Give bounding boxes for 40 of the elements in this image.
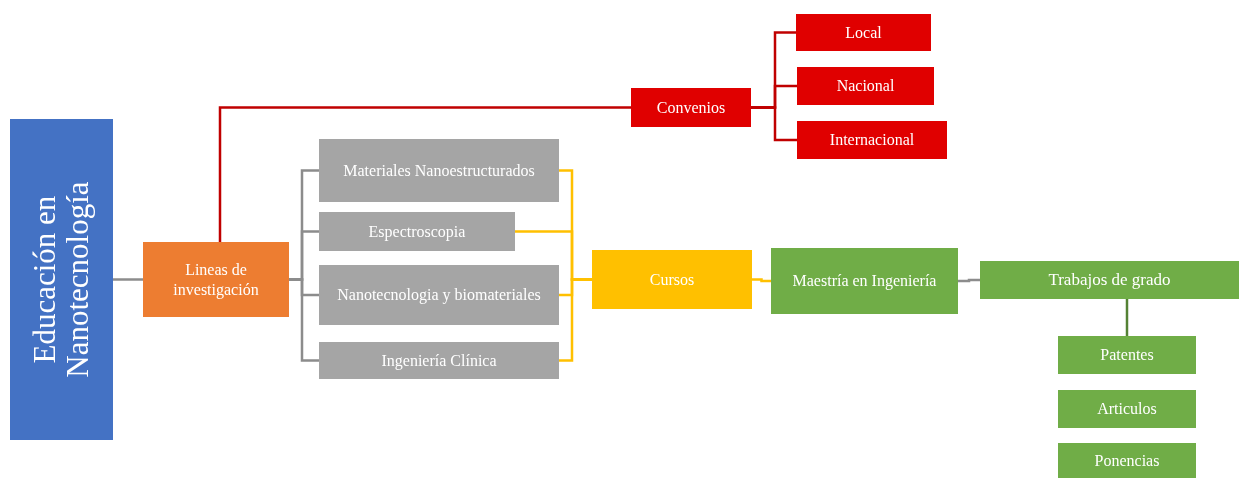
item-box — [319, 212, 515, 251]
connector-line — [113, 278, 143, 281]
item-box — [1058, 336, 1196, 374]
node-label: Cursos — [648, 269, 696, 290]
item-box — [796, 14, 931, 51]
item-box — [319, 139, 559, 202]
node-label: Nacional — [835, 76, 896, 96]
node-label: Maestría en Ingeniería — [791, 271, 938, 291]
node-label: Nanotecnologia y biomateriales — [336, 285, 542, 305]
category-box — [631, 88, 751, 127]
connector-line — [1125, 299, 1129, 336]
vertical-title-box — [10, 119, 113, 440]
node-label: Educación en Nanotecnología — [28, 180, 95, 380]
node-label: Trabajos de grado — [1047, 269, 1172, 291]
node-label: Patentes — [1099, 345, 1155, 365]
node-label: Articulos — [1096, 399, 1158, 419]
category-box — [592, 250, 752, 309]
node-label: Convenios — [655, 97, 727, 118]
connector-line — [218, 106, 631, 242]
item-box — [797, 121, 947, 159]
node-label: Internacional — [828, 130, 916, 150]
node-label: Ingeniería Clínica — [380, 350, 498, 371]
node-label: Materiales Nanoestructurados — [342, 160, 536, 181]
item-box — [1058, 390, 1196, 428]
connector-line — [958, 278, 980, 283]
item-box — [319, 342, 559, 379]
item-box — [797, 67, 934, 105]
connector-line — [752, 278, 771, 283]
item-box — [319, 265, 559, 325]
connector-line — [289, 278, 319, 362]
category-box — [771, 248, 958, 314]
connector-line — [559, 278, 592, 362]
node-label: Lineas de investigación — [172, 259, 260, 300]
node-label: Local — [844, 22, 883, 43]
item-box — [1058, 443, 1196, 478]
category-box — [143, 242, 289, 317]
category-box — [980, 261, 1239, 299]
node-label: Espectroscopia — [367, 221, 467, 242]
node-label: Ponencias — [1093, 450, 1161, 471]
connector-line — [751, 106, 797, 142]
